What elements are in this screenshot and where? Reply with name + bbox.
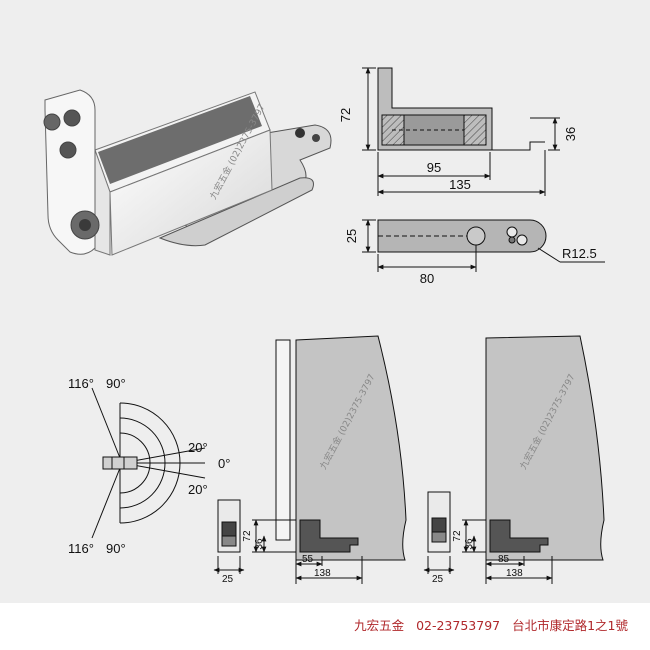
angle-0: 0° — [218, 456, 230, 471]
install-view-right — [423, 335, 605, 584]
side-section-drawing — [362, 67, 560, 196]
footer-brand: 九宏五金 — [354, 618, 405, 633]
footer-phone: 02-23753797 — [416, 618, 501, 633]
opening-angle-diagram — [91, 387, 206, 539]
install-right-offset: 85 — [498, 554, 510, 565]
install-right-depth: 36 — [464, 538, 475, 550]
angle-116-top: 116° — [68, 376, 94, 391]
angle-90-bottom: 90° — [106, 541, 126, 556]
angle-90-top: 90° — [106, 376, 126, 391]
footer-text: 九宏五金 02-23753797 台北市康定路1之1號 — [346, 615, 628, 634]
dim-width: 25 — [344, 229, 359, 243]
dim-length-inner: 95 — [427, 160, 441, 175]
dim-length-total: 135 — [449, 177, 471, 192]
footer: 九宏五金 02-23753797 台北市康定路1之1號 — [0, 603, 650, 650]
install-right-length: 138 — [506, 568, 523, 579]
install-left-length: 138 — [314, 568, 331, 579]
install-right-height: 72 — [452, 530, 463, 542]
dim-depth: 36 — [563, 127, 578, 141]
angle-20-top: 20° — [188, 440, 208, 455]
angle-116-bottom: 116° — [68, 541, 94, 556]
footer-address: 台北市康定路1之1號 — [512, 618, 628, 633]
install-left-height: 72 — [242, 530, 253, 542]
dim-radius: R12.5 — [562, 246, 597, 261]
angle-20-bottom: 20° — [188, 482, 208, 497]
install-left-width: 25 — [222, 574, 234, 585]
hinge-technical-drawing: 九宏五金 (02)2375-3797 72 36 95 135 — [43, 67, 605, 585]
install-right-width: 25 — [432, 574, 444, 585]
install-left-depth: 36 — [254, 538, 265, 550]
plan-view-drawing — [362, 219, 605, 272]
install-left-offset: 55 — [302, 554, 314, 565]
dim-height: 72 — [338, 108, 353, 122]
install-view-left — [213, 335, 407, 584]
hinge-product-picture: 九宏五金 (02)2375-3797 — [43, 89, 332, 256]
dim-pivot-distance: 80 — [420, 271, 434, 286]
